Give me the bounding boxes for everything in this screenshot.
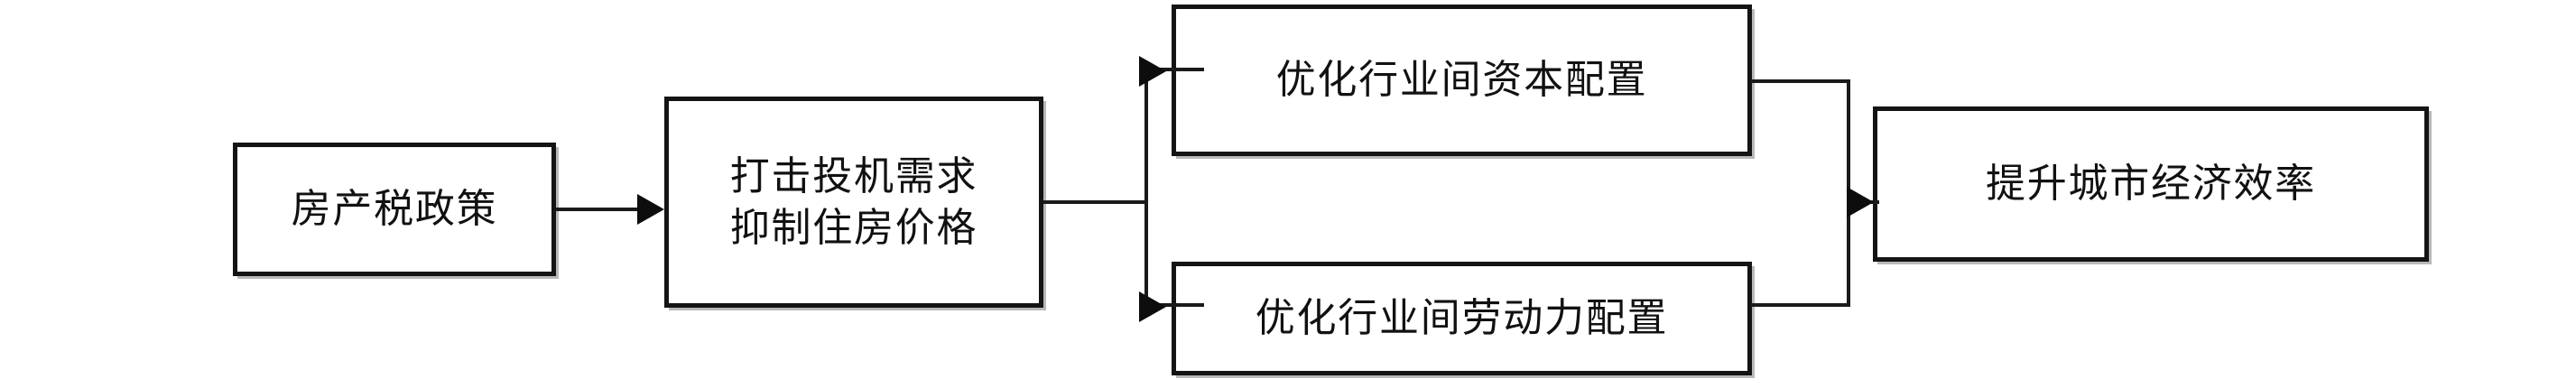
node-urban-economic-efficiency-label: 提升城市经济效率	[1985, 161, 2317, 208]
edge-labor-to-merge-line	[1751, 303, 1850, 307]
node-labor-allocation-label: 优化行业间劳动力配置	[1255, 295, 1669, 342]
edge-policy-to-curb-arrowhead	[637, 194, 664, 225]
edge-curb-split-trunk	[1144, 68, 1148, 307]
edge-merge-to-efficiency-arrowhead	[1847, 187, 1874, 217]
node-policy-label: 房产税政策	[291, 186, 498, 233]
edge-policy-to-curb-line	[556, 208, 639, 211]
node-policy[interactable]: 房产税政策	[233, 143, 556, 276]
node-curb-speculation[interactable]: 打击投机需求 抑制住房价格	[664, 97, 1043, 308]
node-curb-speculation-label: 打击投机需求 抑制住房价格	[729, 153, 978, 251]
edge-curb-to-capital-line	[1144, 68, 1204, 71]
edge-curb-to-labor-arrowhead	[1139, 291, 1166, 322]
edge-capital-to-merge-line	[1751, 79, 1850, 83]
node-urban-economic-efficiency[interactable]: 提升城市经济效率	[1873, 106, 2429, 262]
node-capital-allocation[interactable]: 优化行业间资本配置	[1172, 5, 1752, 156]
node-labor-allocation[interactable]: 优化行业间劳动力配置	[1172, 262, 1752, 375]
edge-curb-to-labor-line	[1144, 303, 1204, 307]
edge-curb-split-stem	[1043, 200, 1148, 204]
edge-curb-to-capital-arrowhead	[1139, 56, 1166, 87]
node-capital-allocation-label: 优化行业间资本配置	[1275, 57, 1648, 104]
